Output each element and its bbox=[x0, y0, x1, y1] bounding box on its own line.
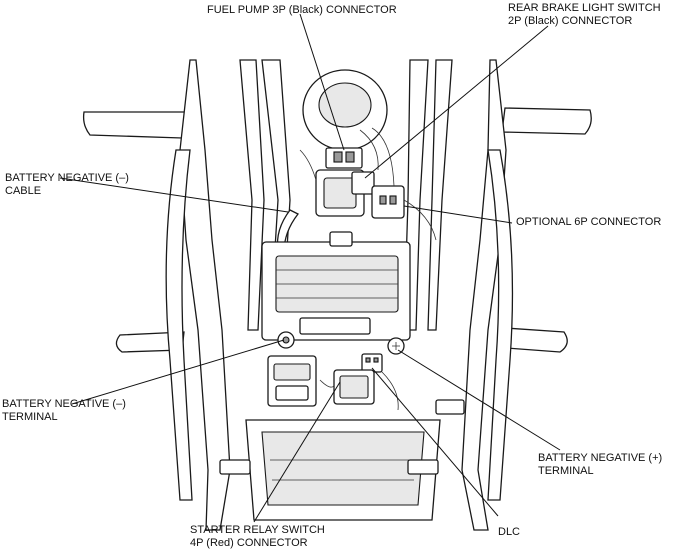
label-text: CABLE bbox=[5, 185, 42, 197]
label-text: BATTERY NEGATIVE (–) bbox=[5, 172, 129, 184]
label-text: DLC bbox=[498, 526, 521, 538]
label-text: TERMINAL bbox=[2, 411, 58, 423]
label-optional-6p-connector: OPTIONAL 6P CONNECTOR bbox=[516, 216, 661, 229]
leader-starter-relay bbox=[253, 381, 341, 523]
label-starter-relay-switch: STARTER RELAY SWITCH 4P (Red) CONNECTOR bbox=[190, 524, 325, 550]
leader-battery-pos-terminal bbox=[397, 349, 561, 451]
label-text: TERMINAL bbox=[538, 465, 594, 477]
fuel-pump-connector bbox=[325, 147, 363, 169]
label-text: REAR BRAKE LIGHT SWITCH bbox=[508, 2, 661, 14]
label-rear-brake-light-switch: REAR BRAKE LIGHT SWITCH 2P (Black) CONNE… bbox=[508, 2, 661, 28]
label-battery-negative-terminal: BATTERY NEGATIVE (–) TERMINAL bbox=[2, 398, 126, 424]
fuel-pump-cap bbox=[318, 82, 372, 128]
right-tube-b bbox=[427, 59, 453, 331]
label-text: STARTER RELAY SWITCH bbox=[190, 524, 325, 536]
label-text: OPTIONAL 6P CONNECTOR bbox=[516, 216, 662, 228]
optional-6p-connector bbox=[371, 185, 405, 219]
leader-dlc bbox=[371, 367, 499, 517]
leader-optional-6p bbox=[403, 205, 513, 224]
leader-battery-neg-cable bbox=[59, 177, 289, 213]
leader-rear-brake bbox=[364, 25, 549, 179]
leader-battery-neg-terminal bbox=[71, 339, 285, 405]
label-battery-negative-cable: BATTERY NEGATIVE (–) CABLE bbox=[5, 172, 129, 198]
left-footpeg bbox=[82, 111, 187, 139]
left-tube-b bbox=[239, 59, 265, 331]
left-outer-panel bbox=[165, 149, 193, 501]
label-text: 4P (Red) CONNECTOR bbox=[190, 537, 308, 549]
label-text: BATTERY NEGATIVE (+) bbox=[538, 452, 663, 464]
left-frame-rail bbox=[179, 59, 231, 531]
leader-fuel-pump bbox=[299, 13, 345, 151]
label-dlc: DLC bbox=[498, 526, 520, 539]
label-fuel-pump-connector: FUEL PUMP 3P (Black) CONNECTOR bbox=[207, 4, 397, 17]
label-text: FUEL PUMP 3P (Black) CONNECTOR bbox=[207, 4, 397, 16]
right-lower-peg bbox=[504, 327, 568, 353]
rear-brake-connector bbox=[351, 171, 375, 195]
label-text: 2P (Black) CONNECTOR bbox=[508, 15, 633, 27]
label-text: BATTERY NEGATIVE (–) bbox=[2, 398, 126, 410]
label-battery-positive-terminal: BATTERY NEGATIVE (+) TERMINAL bbox=[538, 452, 662, 478]
dlc-connector bbox=[361, 353, 383, 373]
right-footpeg bbox=[501, 107, 592, 135]
